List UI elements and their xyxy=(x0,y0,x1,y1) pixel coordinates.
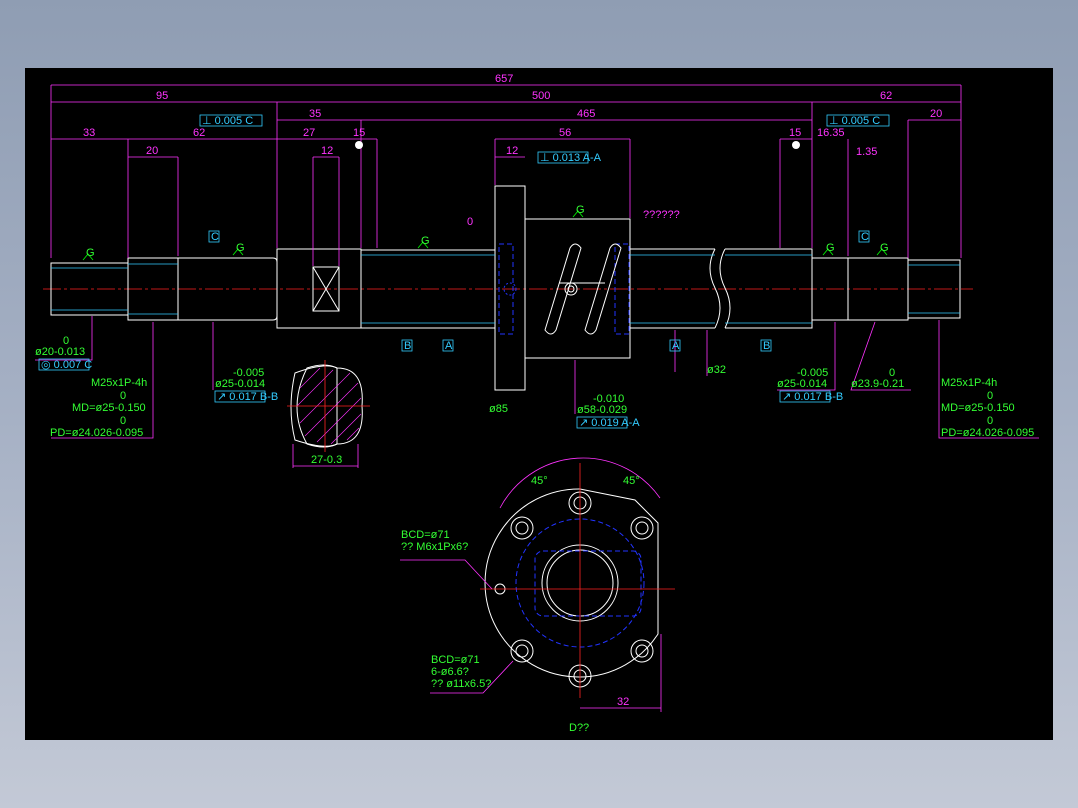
frame-runout-left: ↗ 0.017 B-B xyxy=(217,391,278,403)
note-holes: 6-ø6.6? xyxy=(431,666,469,678)
note-bcd-1: BCD=ø71 xyxy=(401,529,450,541)
note-d20-tol: 0 xyxy=(63,335,69,347)
note-d85: ø85 xyxy=(489,403,508,415)
frame-concentric: ◎ 0.007 C xyxy=(41,359,92,371)
section-view xyxy=(287,360,370,452)
drawing-sheet: 657 95 500 62 35 465 20 33 62 27 15 56 1… xyxy=(25,68,1053,740)
note-angle-right: 45° xyxy=(623,475,640,487)
dim-16-35: 16.35 xyxy=(817,127,845,139)
dim-56: 56 xyxy=(559,127,571,139)
tolerance-symbol-left xyxy=(355,141,363,149)
dim-1-35: 1.35 xyxy=(856,146,877,158)
finish-g-6: G xyxy=(880,242,889,254)
datum-a-left: A xyxy=(445,340,453,352)
dimension-text: 657 95 500 62 35 465 20 33 62 27 15 56 1… xyxy=(83,73,942,708)
note-m25-right: M25x1P-4h xyxy=(941,377,997,389)
dim-465: 465 xyxy=(577,108,595,120)
thread-lines xyxy=(51,254,960,324)
frame-perp-right: ⊥ 0.005 C xyxy=(829,115,880,127)
note-pd-right-tol: 0 xyxy=(987,415,993,427)
dim-overall: 657 xyxy=(495,73,513,85)
note-d20: ø20-0.013 xyxy=(35,346,85,358)
finish-g-1: G xyxy=(86,247,95,259)
note-m25-left: M25x1P-4h xyxy=(91,377,147,389)
frame-perp-left: ⊥ 0.005 C xyxy=(202,115,253,127)
frame-runout-right: ↗ 0.017 B-B xyxy=(782,391,843,403)
note-md-right-tol: 0 xyxy=(987,390,993,402)
dimension-lines xyxy=(35,84,1039,712)
finish-g-3: G xyxy=(421,235,430,247)
note-pd-left: PD=ø24.026-0.095 xyxy=(50,427,143,439)
dim-95: 95 xyxy=(156,90,168,102)
dim-12b: 12 xyxy=(506,145,518,157)
note-d25a-tol: -0.005 xyxy=(233,367,264,379)
dim-20-right: 20 xyxy=(930,108,942,120)
note-section-dim: 27-0.3 xyxy=(311,454,342,466)
note-angle-left: 45° xyxy=(531,475,548,487)
dim-62: 62 xyxy=(193,127,205,139)
datum-c-right: C xyxy=(861,231,869,243)
annotation-notes: 0 ø20-0.013 M25x1P-4h 0 MD=ø25-0.150 0 P… xyxy=(35,335,1034,734)
view-title: D?? xyxy=(569,722,589,734)
flange-end-view xyxy=(480,457,675,698)
label-unknown: ?????? xyxy=(643,209,680,221)
dim-12a: 12 xyxy=(321,145,333,157)
note-d58-tol: -0.010 xyxy=(593,393,624,405)
note-tap: ?? M6x1Px6? xyxy=(401,541,468,553)
note-d239-tol: 0 xyxy=(889,367,895,379)
dim-33: 33 xyxy=(83,127,95,139)
frame-runout-nut: ↗ 0.019 A-A xyxy=(579,417,640,429)
datum-labels: C C B A A B xyxy=(208,230,870,352)
note-d239: ø23.9-0.21 xyxy=(851,378,904,390)
frame-perp-nut: ⊥ 0.013 A-A xyxy=(540,152,602,164)
tolerance-frames: ⊥ 0.005 C ⊥ 0.005 C ⊥ 0.013 A-A ◎ 0.007 … xyxy=(38,114,890,429)
dim-15a: 15 xyxy=(353,127,365,139)
finish-g-2: G xyxy=(236,242,245,254)
dim-500: 500 xyxy=(532,90,550,102)
cad-drawing: 657 95 500 62 35 465 20 33 62 27 15 56 1… xyxy=(35,73,1039,734)
dim-27: 27 xyxy=(303,127,315,139)
note-md-right: MD=ø25-0.150 xyxy=(941,402,1015,414)
datum-b-left: B xyxy=(404,340,411,352)
datum-a-right: A xyxy=(672,340,680,352)
finish-g-5: G xyxy=(826,242,835,254)
note-cbore: ?? ø11x6.5? xyxy=(431,678,491,690)
finish-g-4: G xyxy=(576,204,585,216)
note-d32: ø32 xyxy=(707,364,726,376)
dim-15b: 15 xyxy=(789,127,801,139)
dim-20-left: 20 xyxy=(146,145,158,157)
dim-62-right: 62 xyxy=(880,90,892,102)
note-md-left: MD=ø25-0.150 xyxy=(72,402,146,414)
note-d58: ø58-0.029 xyxy=(577,404,627,416)
note-d25b: ø25-0.014 xyxy=(777,378,827,390)
note-d25b-tol: -0.005 xyxy=(797,367,828,379)
finish-labels: G G G G G G xyxy=(86,204,889,259)
dim-32-bottom: 32 xyxy=(617,696,629,708)
dim-35: 35 xyxy=(309,108,321,120)
note-bcd-2: BCD=ø71 xyxy=(431,654,480,666)
nut-helix xyxy=(503,243,622,335)
note-pd-left-tol: 0 xyxy=(120,415,126,427)
hidden-lines xyxy=(498,243,630,335)
tolerance-symbol-right xyxy=(792,141,800,149)
datum-b-right: B xyxy=(763,340,770,352)
label-zero: 0 xyxy=(467,216,473,228)
datum-c-left: C xyxy=(211,231,219,243)
note-md-left-tol: 0 xyxy=(120,390,126,402)
note-pd-right: PD=ø24.026-0.095 xyxy=(941,427,1034,439)
shaft-outline xyxy=(50,185,961,391)
note-d25a: ø25-0.014 xyxy=(215,378,265,390)
surface-finish-marks xyxy=(82,210,888,261)
